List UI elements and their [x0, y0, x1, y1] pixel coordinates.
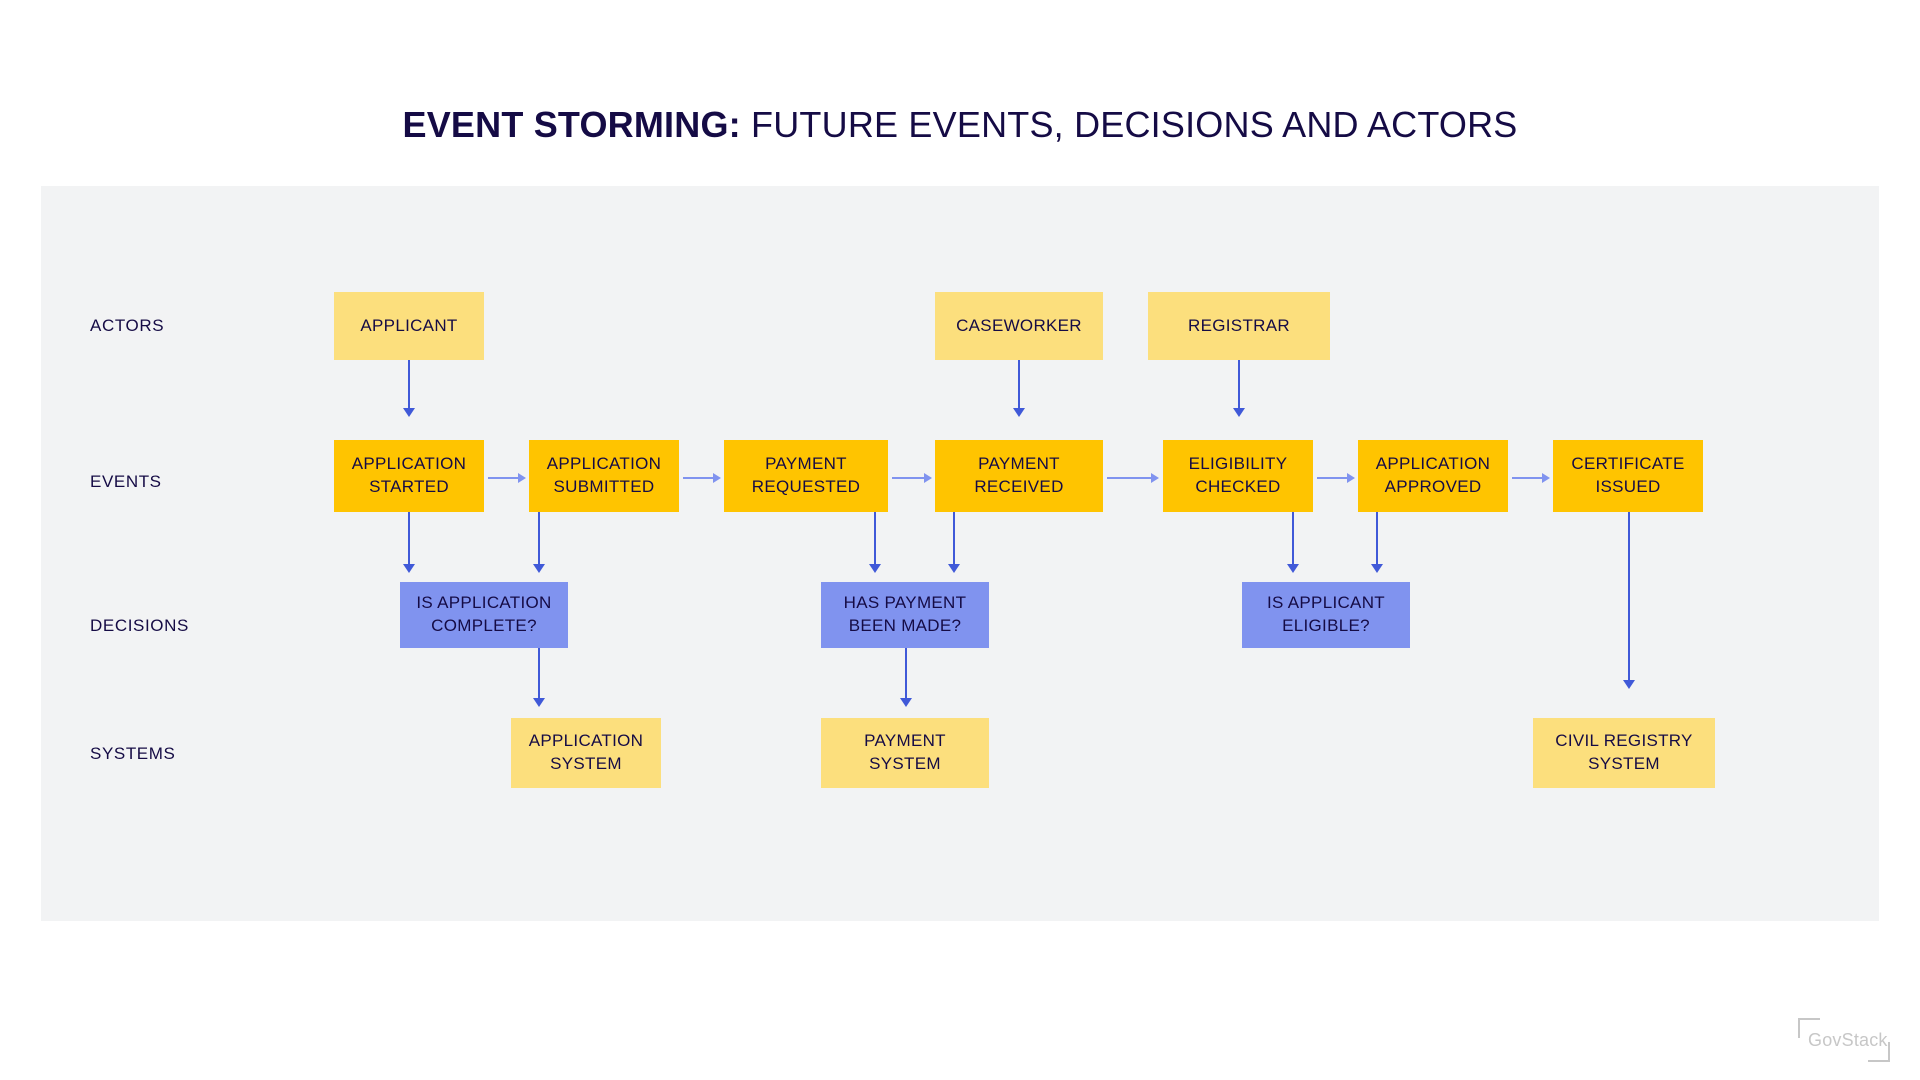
arrowhead-event5-decision3 [1287, 564, 1299, 573]
arrowhead-event1-decision1 [403, 564, 415, 573]
arrowhead-event-4-5 [1151, 473, 1159, 483]
govstack-logo: GovStack [1798, 1018, 1890, 1062]
actor-note-registrar[interactable]: REGISTRAR [1148, 292, 1330, 360]
arrowhead-event-3-4 [924, 473, 932, 483]
arrowhead-event-6-7 [1542, 473, 1550, 483]
arrowhead-applicant [403, 408, 415, 417]
actor-label: APPLICANT [360, 315, 458, 335]
page-title: EVENT STORMING: FUTURE EVENTS, DECISIONS… [0, 104, 1920, 146]
connector-event6-to-decision3 [1376, 512, 1378, 566]
connector-caseworker-to-event [1018, 360, 1020, 410]
arrowhead-event3-decision2 [869, 564, 881, 573]
row-label-actors: ACTORS [90, 316, 165, 335]
arrowhead-caseworker [1013, 408, 1025, 417]
actor-note-applicant[interactable]: APPLICANT [334, 292, 484, 360]
actor-note-caseworker[interactable]: CASEWORKER [935, 292, 1103, 360]
arrowhead-decision2-system2 [900, 698, 912, 707]
connector-event4-to-decision2 [953, 512, 955, 566]
row-label-decisions: DECISIONS [90, 616, 189, 635]
arrowhead-event7-system3 [1623, 680, 1635, 689]
connector-event5-to-decision3 [1292, 512, 1294, 566]
logo-bracket-top-left-icon [1798, 1018, 1820, 1038]
arrowhead-event-1-2 [518, 473, 526, 483]
logo-wordmark: GovStack [1808, 1030, 1888, 1050]
connector-applicant-to-event [408, 360, 410, 410]
row-label-systems: SYSTEMS [90, 744, 176, 763]
row-label-events: EVENTS [90, 472, 162, 491]
arrowhead-registrar [1233, 408, 1245, 417]
connector-event-4-5 [1107, 477, 1151, 479]
connector-registrar-to-event [1238, 360, 1240, 410]
connector-event-5-6 [1317, 477, 1347, 479]
actor-label: CASEWORKER [956, 315, 1082, 335]
title-bold: EVENT STORMING: [402, 104, 741, 145]
arrowhead-event2-decision1 [533, 564, 545, 573]
connector-event-6-7 [1512, 477, 1542, 479]
connector-event1-to-decision1 [408, 512, 410, 566]
connector-event7-to-system3 [1628, 512, 1630, 682]
connector-event3-to-decision2 [874, 512, 876, 566]
actor-label: REGISTRAR [1188, 315, 1290, 335]
connector-event-3-4 [892, 477, 924, 479]
title-regular: FUTURE EVENTS, DECISIONS AND ACTORS [740, 104, 1518, 145]
connector-event2-to-decision1 [538, 512, 540, 566]
arrowhead-event-2-3 [713, 473, 721, 483]
arrowhead-decision1-system1 [533, 698, 545, 707]
connector-event-2-3 [683, 477, 713, 479]
logo-bracket-bottom-right-icon [1868, 1042, 1890, 1062]
connector-event-1-2 [488, 477, 518, 479]
connector-decision2-to-system2 [905, 648, 907, 700]
arrowhead-event-5-6 [1347, 473, 1355, 483]
arrowhead-event4-decision2 [948, 564, 960, 573]
connector-decision1-to-system1 [538, 648, 540, 700]
arrowhead-event6-decision3 [1371, 564, 1383, 573]
